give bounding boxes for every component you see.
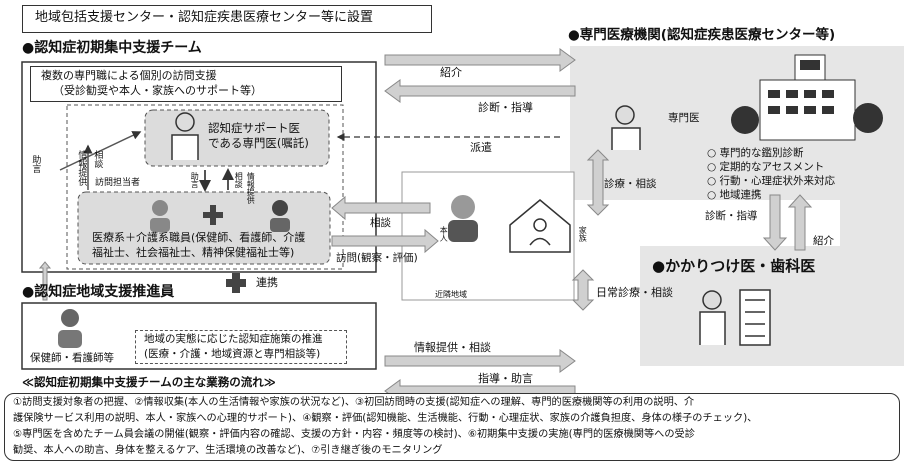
consult-label: 相談	[92, 150, 103, 168]
staff-line1: 医療系＋介護系職員(保健師、看護師、介護	[92, 231, 306, 244]
team-support-box: 複数の専門職による個別の訪問支援 （受診勧奨や本人・家族へのサポート等）	[30, 66, 342, 102]
team-doctor-line1: 認知症サポート医	[208, 121, 300, 135]
label-diag-consult: 診療・相談	[604, 178, 657, 190]
team-doctor-icon	[171, 112, 199, 160]
flow-line1: ①訪問支援対象者の把握、②情報収集(本人の生活情報や家族の状況など)、③初回訪問…	[13, 397, 695, 408]
staff-icons	[150, 200, 290, 232]
info-provide-label-2: 情報提供	[246, 172, 256, 204]
arrow-diag-guide	[384, 79, 576, 103]
team-title: ●認知症初期集中支援チーム	[22, 40, 202, 56]
specialist-doctor-icon	[611, 105, 641, 150]
arrow-gp-specialist	[787, 194, 813, 251]
arrow-daily	[571, 269, 595, 311]
promoter-line1: 地域の実態に応じた認知症施策の推進	[144, 333, 323, 345]
cooperation-plus-icon	[226, 273, 246, 293]
label-daily: 日常診療・相談	[596, 286, 673, 299]
arrow-team-promoter	[38, 261, 52, 301]
flow-line3: ⑤専門医を含めたチーム員会議の開催(観察・評価内容の確認、支援の方針・内容・頻度…	[13, 429, 695, 440]
flow-box: ①訪問支援対象者の把握、②情報収集(本人の生活情報や家族の状況など)、③初回訪問…	[4, 393, 900, 461]
advice-label: 助言	[30, 155, 41, 173]
staff-box	[77, 191, 331, 265]
gp-title: ●かかりつけ医・歯科医	[652, 257, 816, 275]
promoter-box	[21, 302, 377, 370]
home-family-label: 家族	[578, 226, 588, 242]
label-diag-guide-2: 診断・指導	[705, 210, 758, 222]
promoter-title: ●認知症地域支援推進員	[22, 284, 175, 300]
specialist-doctor-label: 専門医	[668, 112, 700, 124]
specialist-title: ●専門医療機関(認知症疾患医療センター等)	[568, 27, 836, 43]
team-support-line2: （受診勧奨や本人・家族へのサポート等）	[53, 84, 262, 97]
flow-line4: 勧奨、本人への助言、身体を整えるケア、生活環境の改善など)、⑦引き継ぎ後のモニタ…	[13, 445, 443, 456]
arrow-specialist-gp	[762, 194, 788, 251]
specialist-item: ○ 定期的なアセスメント	[707, 161, 825, 173]
team-support-line1: 複数の専門職による個別の訪問支援	[41, 69, 217, 82]
specialist-list: ○ 専門的な鑑別診断 ○ 定期的なアセスメント ○ 行動・心理症状外来対応 ○ …	[707, 146, 835, 202]
home-person-label: 本人	[439, 226, 449, 242]
label-guide-advice: 指導・助言	[478, 372, 533, 385]
cooperation-label: 連携	[256, 276, 278, 289]
gp-icon	[699, 289, 771, 346]
team-box	[21, 61, 377, 273]
specialist-item: ○ 専門的な鑑別診断	[707, 147, 804, 159]
label-dispatch: 派遣	[470, 141, 492, 154]
label-intro-2: 紹介	[813, 235, 834, 247]
specialist-item: ○ 地域連携	[707, 189, 762, 201]
label-consult: 相談	[370, 217, 391, 229]
header-text: 地域包括支援センター・認知症疾患医療センター等に設置	[35, 10, 374, 25]
home-neighborhood-label: 近隣地域	[435, 290, 467, 299]
info-provide-label: 情報提供	[76, 150, 87, 186]
team-doctor-line2: である専門医(嘱託)	[208, 136, 309, 150]
arrow-consult	[331, 195, 431, 221]
gp-region	[640, 246, 904, 366]
label-diag-guide: 診断・指導	[478, 101, 533, 114]
flow-heading: ≪認知症初期集中支援チームの主な業務の流れ≫	[22, 375, 276, 389]
label-visit: 訪問(観察・評価)	[336, 252, 418, 264]
arrow-visit	[331, 228, 439, 254]
promoter-line2: (医療・介護・地域資源と専門相談等)	[144, 348, 321, 360]
staff-line2: 福祉士、社会福祉士、精神保健福祉士等)	[92, 246, 295, 259]
hospital-icon	[731, 54, 883, 141]
arrow-info-consult	[384, 349, 576, 373]
promoter-person-icon	[58, 309, 82, 348]
arrow-intro	[384, 48, 576, 72]
home-person-icon	[448, 195, 478, 242]
label-info-consult: 情報提供・相談	[414, 341, 491, 354]
specialist-item: ○ 行動・心理症状外来対応	[707, 175, 835, 187]
flow-line2: 護保険サービス利用の説明、本人・家族への心理的サポート)、④観察・評価(認知機能…	[13, 413, 758, 424]
team-members-box	[66, 104, 344, 270]
house-icon	[509, 199, 571, 253]
consult-label-2: 相談	[234, 172, 244, 188]
promoter-person-label: 保健師・看護師等	[30, 352, 114, 364]
arrow-diag-consult	[586, 149, 610, 216]
label-intro: 紹介	[440, 66, 462, 79]
advice-label-2: 助言	[190, 172, 200, 188]
header-box: 地域包括支援センター・認知症疾患医療センター等に設置	[22, 5, 432, 33]
promoter-task-box: 地域の実態に応じた認知症施策の推進 (医療・介護・地域資源と専門相談等)	[135, 330, 347, 364]
visitor-label: 訪問担当者	[95, 178, 141, 188]
